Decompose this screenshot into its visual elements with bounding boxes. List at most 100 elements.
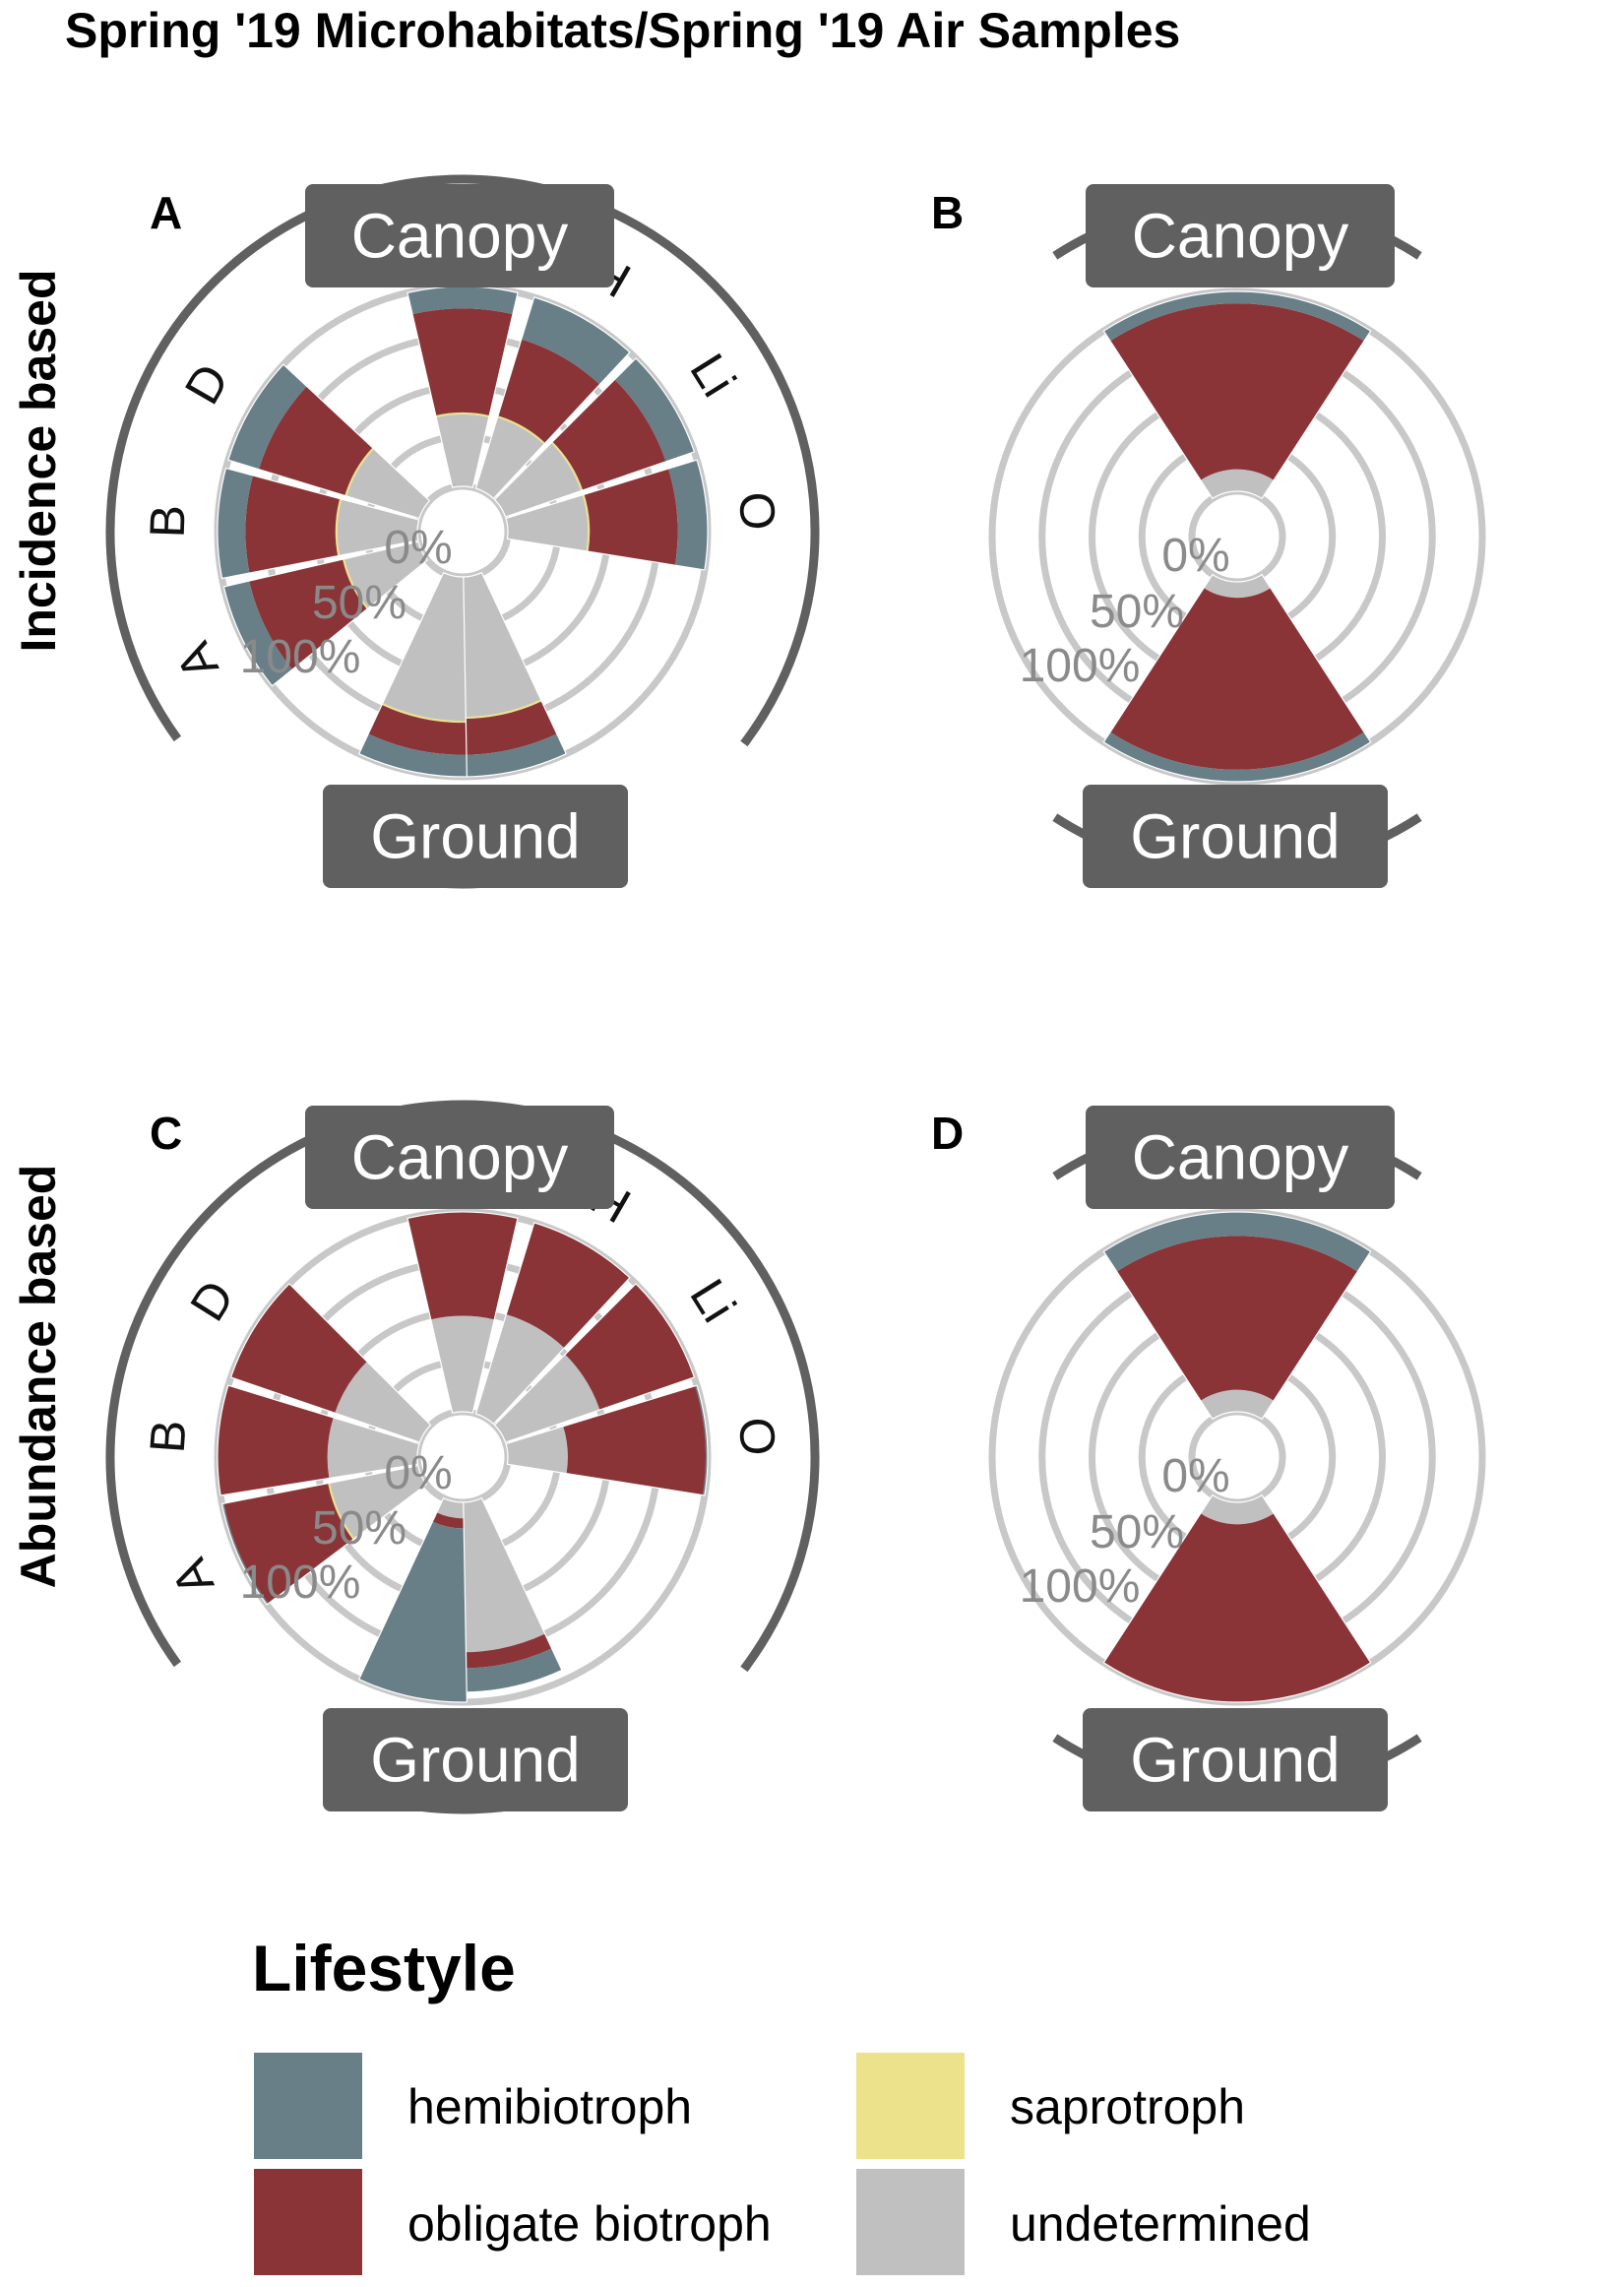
category-label-b: B — [140, 504, 196, 539]
bar-a-obligate-biotroph — [249, 559, 367, 670]
bar-s-obligate-biotroph — [368, 705, 467, 755]
bar-f-obligate-biotroph — [406, 1211, 519, 1320]
legend-label-obligate-biotroph: obligate biotroph — [407, 2196, 772, 2252]
strip-ground — [1083, 1708, 1388, 1811]
bar-canopy-undetermined — [1200, 469, 1275, 499]
outer-arc — [105, 174, 820, 747]
bar-ll-obligate-biotroph — [459, 1633, 552, 1669]
radial-tick-label-0pct: 0% — [1161, 1450, 1229, 1502]
outer-arc — [105, 1100, 820, 1673]
bar-o-undetermined — [505, 494, 589, 551]
strip-ground — [1083, 785, 1388, 888]
bar-b-obligate-biotroph — [218, 1385, 334, 1495]
strip-label-ground: Ground — [1130, 801, 1340, 872]
legend-swatch-hemibiotroph — [254, 2053, 362, 2159]
bar-d-obligate-biotroph — [230, 1283, 367, 1414]
bar-s-undetermined — [382, 572, 467, 722]
bar-ll-undetermined — [459, 1497, 545, 1653]
bar-outline-a — [220, 1465, 428, 1606]
strip-canopy — [305, 184, 614, 287]
bar-s-hemibiotroph — [358, 733, 468, 777]
bar-b-saprotroph — [335, 498, 343, 556]
strip-canopy — [1086, 1106, 1395, 1209]
radial-tick-label-100pct: 100% — [240, 631, 361, 683]
bar-b-undetermined — [327, 1417, 420, 1479]
legend-swatch-saprotroph — [856, 2053, 965, 2159]
panels: ABDFHLiOLLS0%50%100%CanopyGroundA0%50%10… — [105, 174, 1486, 1814]
bar-s-undetermined — [436, 1497, 465, 1519]
bar-outline-d — [227, 363, 431, 520]
bar-outline-o — [505, 459, 709, 571]
bar-outline-s — [357, 571, 468, 778]
category-label-li: Li — [679, 345, 746, 407]
legend-swatch-obligate-biotroph — [254, 2169, 362, 2275]
bar-a-obligate-biotroph — [223, 1483, 353, 1604]
bar-outline-d — [229, 1283, 432, 1443]
strip-label-ground: Ground — [370, 1725, 580, 1796]
bar-a-undetermined — [344, 541, 428, 608]
bar-li-obligate-biotroph — [552, 379, 666, 490]
panel-tag-d: D — [931, 1108, 964, 1159]
bar-outline-canopy — [1102, 290, 1372, 500]
bar-d-hemibiotroph — [227, 364, 307, 470]
strip-label-canopy: Canopy — [1132, 1122, 1349, 1193]
bar-outline-canopy — [1102, 1211, 1372, 1421]
bar-canopy-obligate-biotroph — [1116, 1236, 1358, 1401]
row-label-incidence: Incidence based — [11, 269, 66, 652]
strip-label-canopy: Canopy — [351, 1122, 569, 1193]
strip-canopy — [1086, 184, 1395, 287]
legend: Lifestyle hemibiotroph obligate biotroph… — [252, 1932, 1311, 2275]
bar-canopy-undetermined — [1200, 1389, 1275, 1420]
bar-outline-f — [406, 286, 519, 488]
bar-o-hemibiotroph — [668, 460, 708, 570]
radial-tick-label-50pct: 50% — [1090, 1506, 1184, 1558]
legend-label-undetermined: undetermined — [1010, 2196, 1311, 2252]
bar-a-saprotroph — [343, 558, 369, 609]
bar-b-undetermined — [337, 499, 419, 556]
bar-outline-b — [217, 467, 420, 580]
bar-h-obligate-biotroph — [498, 339, 600, 443]
category-label-a: A — [165, 634, 229, 688]
bar-outline-ground — [1102, 1493, 1372, 1703]
bar-outline-li — [493, 1283, 696, 1443]
panel-tag-b: B — [931, 187, 964, 238]
bar-canopy-obligate-biotroph — [1110, 303, 1364, 480]
bar-outline-o — [505, 1384, 709, 1496]
legend-swatch-undetermined — [856, 2169, 965, 2275]
bar-a-undetermined — [330, 1465, 427, 1539]
radial-tick-label-50pct: 50% — [312, 1502, 406, 1555]
bar-ground-hemibiotroph — [1103, 731, 1371, 783]
bar-o-saprotroph — [582, 494, 591, 552]
panel-tag-c: C — [150, 1108, 182, 1159]
bar-li-undetermined — [494, 1354, 600, 1443]
bar-f-undetermined — [436, 413, 489, 488]
bar-d-undetermined — [346, 449, 430, 519]
bar-ll-undetermined — [459, 572, 541, 718]
radial-tick-label-0pct: 0% — [1161, 530, 1229, 582]
category-label-li: Li — [679, 1270, 746, 1332]
bar-f-hemibiotroph — [406, 286, 519, 315]
bar-outline-li — [493, 357, 696, 518]
category-label-o: O — [728, 1416, 786, 1458]
radial-tick-label-50pct: 50% — [312, 577, 406, 629]
bar-f-saprotroph — [435, 412, 490, 417]
bar-li-undetermined — [494, 443, 582, 518]
bar-outline-h — [474, 296, 631, 500]
bar-d-undetermined — [335, 1361, 431, 1443]
radial-tick-label-100pct: 100% — [1020, 1560, 1141, 1613]
bar-b-hemibiotroph — [217, 468, 253, 579]
bar-li-hemibiotroph — [614, 357, 695, 462]
bar-s-saprotroph — [381, 703, 467, 724]
bar-ll-saprotroph — [459, 699, 542, 720]
bar-outline-h — [474, 1222, 631, 1426]
radial-tick-label-0pct: 0% — [384, 1447, 452, 1499]
radial-tick-label-0pct: 0% — [384, 522, 452, 574]
bar-ground-undetermined — [1200, 1494, 1275, 1525]
bar-canopy-hemibiotroph — [1103, 290, 1371, 342]
bar-d-saprotroph — [344, 447, 374, 496]
bar-outline-f — [406, 1211, 519, 1414]
